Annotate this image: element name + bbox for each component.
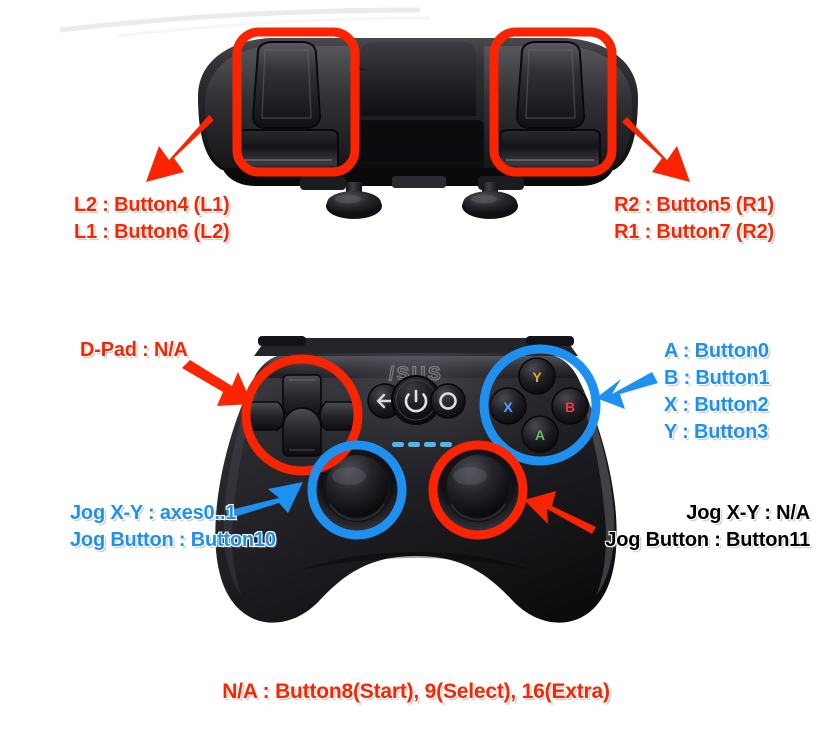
- dpad-mapping-label: D-Pad : N/A: [80, 339, 188, 361]
- face-button-y[interactable]: Y: [518, 357, 556, 395]
- dpad-arrow: [182, 360, 252, 406]
- dpad[interactable]: [248, 374, 356, 457]
- left-trigger-l2: [251, 41, 322, 129]
- asus-logo: /SUS: [388, 363, 443, 385]
- dpad-highlight: [241, 354, 363, 476]
- face-buttons-arrow: [596, 372, 658, 409]
- left-shoulder-highlight: [232, 27, 360, 177]
- right-analog-stick[interactable]: [432, 444, 524, 536]
- l2-mapping-label: L2 : Button4 (L1) L1 : Button6 (L2): [74, 194, 230, 243]
- svg-text:X: X: [503, 399, 513, 415]
- face-buttons[interactable]: Y X B A: [489, 357, 589, 453]
- controller-body: [215, 353, 617, 623]
- face-button-b[interactable]: B: [551, 387, 589, 425]
- right-stick-mapping-label: Jog X-Y : N/A Jog Button : Button11: [605, 502, 810, 551]
- dpad-right: [319, 401, 356, 431]
- r2-mapping-label: R2 : Button5 (R1) R1 : Button7 (R2): [614, 194, 774, 243]
- led-indicators: [392, 442, 452, 447]
- right-trigger-r2: [515, 41, 586, 129]
- rear-center-plate: [360, 42, 476, 116]
- left-stick-mapping-label: Jog X-Y : axes0..1 Jog Button : Button10: [70, 502, 276, 551]
- left-analog-stick[interactable]: [311, 444, 403, 536]
- back-arrow-icon: [376, 393, 394, 409]
- svg-text:/SUS: /SUS: [389, 364, 443, 385]
- svg-text:B: B: [565, 399, 575, 415]
- face-button-x[interactable]: X: [489, 387, 527, 425]
- dpad-down: [282, 407, 322, 457]
- power-button[interactable]: [391, 375, 441, 425]
- circle-icon: [439, 392, 457, 410]
- left-stick-highlight: [307, 440, 407, 540]
- svg-text:A: A: [535, 427, 545, 443]
- right-shoulder-arrow: [622, 117, 690, 182]
- background-streak: [59, 7, 421, 33]
- right-bumper-r1: [499, 129, 601, 173]
- dpad-up: [282, 374, 322, 424]
- controller-top-edge: [254, 338, 578, 356]
- rear-underside: [222, 168, 614, 186]
- controller-rear-shell: [198, 38, 638, 170]
- power-icon: [404, 389, 428, 413]
- face-buttons-highlight: [479, 344, 601, 466]
- dpad-left: [248, 401, 285, 431]
- face-button-a[interactable]: A: [521, 415, 559, 453]
- right-shoulder-highlight: [489, 27, 617, 177]
- face-button-mapping-label: A : Button0 B : Button1 X : Button2 Y : …: [664, 340, 770, 443]
- left-shoulder-arrow: [146, 115, 214, 182]
- rear-right-stick: [462, 182, 518, 219]
- back-button[interactable]: [367, 383, 403, 419]
- left-bumper-l1: [237, 129, 339, 173]
- misc-button-mapping-label: N/A : Button8(Start), 9(Select), 16(Extr…: [222, 680, 610, 703]
- right-stick-highlight: [428, 440, 528, 540]
- home-button[interactable]: [430, 383, 466, 419]
- svg-text:Y: Y: [532, 369, 542, 385]
- rear-left-stick: [326, 182, 382, 219]
